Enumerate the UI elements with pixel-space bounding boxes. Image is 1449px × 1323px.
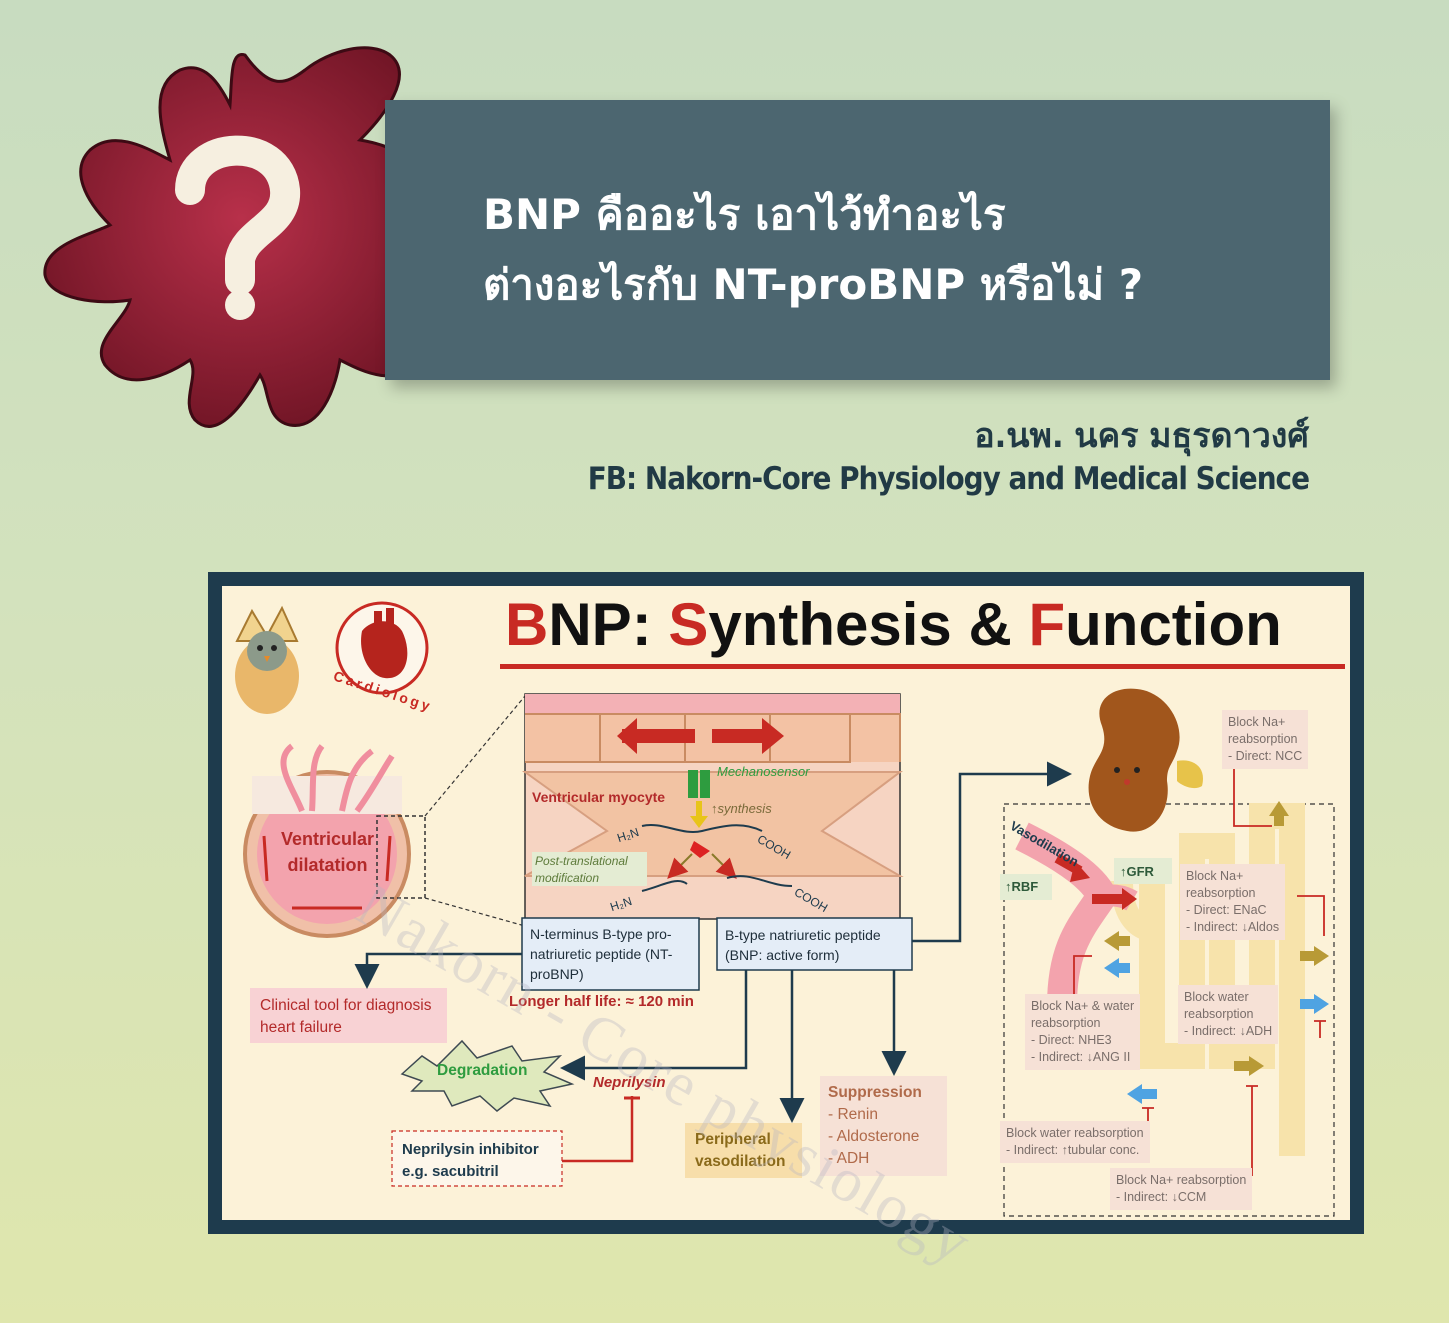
tubular-box: Block water reabsorption- Indirect: ↑tub… [1000,1121,1150,1163]
inhibitor-label: Neprilysin inhibitor e.g. sacubitril [402,1141,539,1180]
diagram-title: BNP: Synthesis & Function [505,591,1282,658]
ncc-box: Block Na+reabsorption- Direct: NCC [1222,710,1309,769]
question-splat-icon [43,46,440,428]
ptm-label: Post-translational modification [535,854,628,885]
synthesis-label: ↑synthesis [711,801,772,816]
banner-title: BNP คืออะไร เอาไว้ทำอะไร ต่างอะไรกับ NT-… [483,180,1143,320]
title-underline [500,664,1345,669]
banner-title-line2: ต่างอะไรกับ NT-proBNP หรือไม่ ? [483,260,1144,309]
myocyte-label: Ventricular myocyte [532,789,666,805]
suppression-title: Suppression [828,1084,922,1101]
author-page: FB: Nakorn-Core Physiology and Medical S… [587,461,1310,497]
author-name: อ.นพ. นคร มธุรดาวงศ์ [974,416,1309,456]
clinical-tool-label: Clinical tool for diagnosis heart failur… [260,997,432,1036]
bnp-box: B-type natriuretic peptide (BNP: active … [725,927,881,963]
degradation-burst [400,1039,575,1112]
author-block: อ.นพ. นคร มธุรดาวงศ์ FB: Nakorn-Core Phy… [587,414,1310,500]
enac-box: Block Na+reabsorption- Direct: ENaC- Ind… [1180,864,1286,940]
suppression-box: Suppression - Renin - Aldosterone - ADH [828,1082,922,1170]
ventricle-label: Ventricular dilatation [280,829,375,875]
peripheral-label: Peripheral vasodilation [695,1131,786,1170]
neprilysin-label: Neprilysin [593,1074,666,1091]
chick-logo-icon [235,605,299,714]
rbf-label: ↑RBF [1005,879,1039,894]
ccm-box: Block Na+ reabsorption- Indirect: ↓CCM [1110,1168,1253,1210]
suppression-item: - Aldosterone [828,1128,920,1145]
mechanosensor-label: Mechanosensor [717,764,810,779]
cardiology-logo-icon [335,601,429,695]
ntprobnp-box: N-terminus B-type pro-natriuretic peptid… [530,926,673,982]
suppression-item: - ADH [828,1150,870,1167]
half-life-label: Longer half life: ≈ 120 min [509,993,694,1010]
suppression-item: - Renin [828,1106,878,1123]
myocyte-panel [521,693,904,920]
ventricle-icon [243,743,411,938]
gfr-label: ↑GFR [1120,864,1154,879]
degradation-label: Degradation [437,1062,528,1079]
title-banner [385,100,1330,380]
banner-title-line1: BNP คืออะไร เอาไว้ทำอะไร [483,190,1006,239]
kidney-icon [1088,688,1203,832]
